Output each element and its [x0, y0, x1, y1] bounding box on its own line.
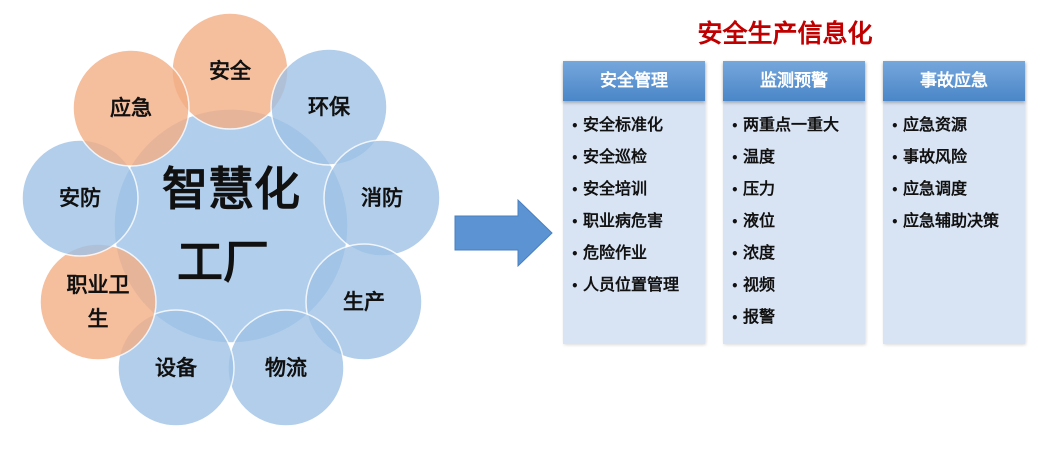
- list-item: • 报警: [731, 305, 865, 337]
- list-item: • 浓度: [731, 241, 865, 273]
- center-label-line1: 智慧化: [162, 162, 300, 216]
- list-item: • 安全培训: [571, 177, 705, 209]
- column-header: 安全管理: [563, 61, 705, 101]
- list-item-text: 两重点一重大: [743, 115, 840, 134]
- list-item: • 应急辅助决策: [891, 209, 1025, 241]
- circle-label: 生产: [343, 285, 385, 319]
- list-item: • 两重点一重大: [731, 113, 865, 145]
- list-item: • 职业病危害: [571, 209, 705, 241]
- circle-label: 物流: [265, 351, 307, 385]
- bullet-icon: •: [571, 247, 579, 261]
- list-item: • 视频: [731, 273, 865, 305]
- list-item-text: 职业病危害: [583, 211, 664, 230]
- right-arrow-icon: [454, 198, 553, 268]
- list-item: • 应急资源: [891, 113, 1025, 145]
- list-item-text: 安全标准化: [583, 115, 664, 134]
- bullet-icon: •: [731, 279, 739, 293]
- center-label-line2: 工厂: [177, 235, 269, 289]
- column-safety-management: 安全管理 • 安全标准化 • 安全巡检 • 安全培训 • 职业病危害 • 危险作业 • 人员位置管理: [563, 61, 705, 344]
- circle-7: [21, 139, 139, 257]
- bullet-icon: •: [731, 151, 739, 165]
- list-item-text: 安全巡检: [583, 147, 648, 166]
- circle-label: 消防: [361, 181, 403, 215]
- smart-factory-wheel: [21, 12, 441, 427]
- list-item-text: 应急资源: [903, 115, 968, 134]
- list-item: • 安全巡检: [571, 145, 705, 177]
- circle-3: [305, 243, 423, 361]
- list-item-text: 压力: [743, 179, 776, 198]
- column-emergency: 事故应急 • 应急资源 • 事故风险 • 应急调度 • 应急辅助决策: [883, 61, 1025, 344]
- list-item-text: 视频: [743, 275, 776, 294]
- circle-label-text: 消防: [361, 186, 403, 210]
- list-item-text: 温度: [743, 147, 776, 166]
- circle-label: 环保: [308, 90, 350, 124]
- list-item: • 液位: [731, 209, 865, 241]
- list-item: • 危险作业: [571, 241, 705, 273]
- column-header: 监测预警: [723, 61, 865, 101]
- circle-5: [117, 309, 235, 427]
- circle-label-text: 设备: [155, 356, 197, 380]
- circle-label-text: 生: [87, 307, 109, 331]
- circle-label-text: 生产: [343, 290, 385, 314]
- list-item: • 人员位置管理: [571, 273, 705, 305]
- circle-label-text: 安全: [209, 59, 251, 83]
- bullet-icon: •: [891, 183, 899, 197]
- list-item-text: 液位: [743, 211, 776, 230]
- list-item-text: 报警: [743, 307, 776, 326]
- bullet-icon: •: [731, 119, 739, 133]
- list-item-text: 应急调度: [903, 179, 968, 198]
- column-monitoring-warning: 监测预警 • 两重点一重大 • 温度 • 压力 • 液位 • 浓度 • 视频 • 报警: [723, 61, 865, 344]
- list-item-text: 浓度: [743, 243, 776, 262]
- bullet-icon: •: [891, 151, 899, 165]
- circle-label-text: 环保: [308, 95, 350, 119]
- list-item-text: 事故风险: [903, 147, 968, 166]
- circle-1: [270, 48, 388, 166]
- bullet-icon: •: [731, 247, 739, 261]
- circle-label: 安防: [59, 181, 101, 215]
- bullet-icon: •: [891, 119, 899, 133]
- circle-label-text: 安防: [59, 186, 101, 210]
- list-item-text: 人员位置管理: [583, 275, 680, 294]
- circle-label: 安全: [209, 54, 251, 88]
- list-item: • 事故风险: [891, 145, 1025, 177]
- list-item: • 压力: [731, 177, 865, 209]
- bullet-icon: •: [891, 215, 899, 229]
- circle-label: 职业卫生: [67, 268, 130, 336]
- list-item: • 温度: [731, 145, 865, 177]
- bullet-icon: •: [571, 215, 579, 229]
- bullet-icon: •: [571, 119, 579, 133]
- circle-label-text: 应急: [110, 96, 152, 120]
- list-item-text: 危险作业: [583, 243, 648, 262]
- list-item: • 应急调度: [891, 177, 1025, 209]
- bullet-icon: •: [571, 151, 579, 165]
- list-item: • 安全标准化: [571, 113, 705, 145]
- list-item-text: 安全培训: [583, 179, 648, 198]
- circle-8: [72, 49, 190, 167]
- circle-label-text: 职业卫: [66, 273, 130, 297]
- bullet-icon: •: [571, 183, 579, 197]
- circle-label-text: 物流: [265, 356, 307, 380]
- list-item-text: 应急辅助决策: [903, 211, 1000, 230]
- bullet-icon: •: [571, 279, 579, 293]
- bullet-icon: •: [731, 183, 739, 197]
- bullet-icon: •: [731, 215, 739, 229]
- column-header: 事故应急: [883, 61, 1025, 101]
- circle-label: 设备: [155, 351, 197, 385]
- bullet-icon: •: [731, 311, 739, 325]
- circle-label: 应急: [110, 91, 152, 125]
- section-title: 安全生产信息化: [697, 19, 873, 48]
